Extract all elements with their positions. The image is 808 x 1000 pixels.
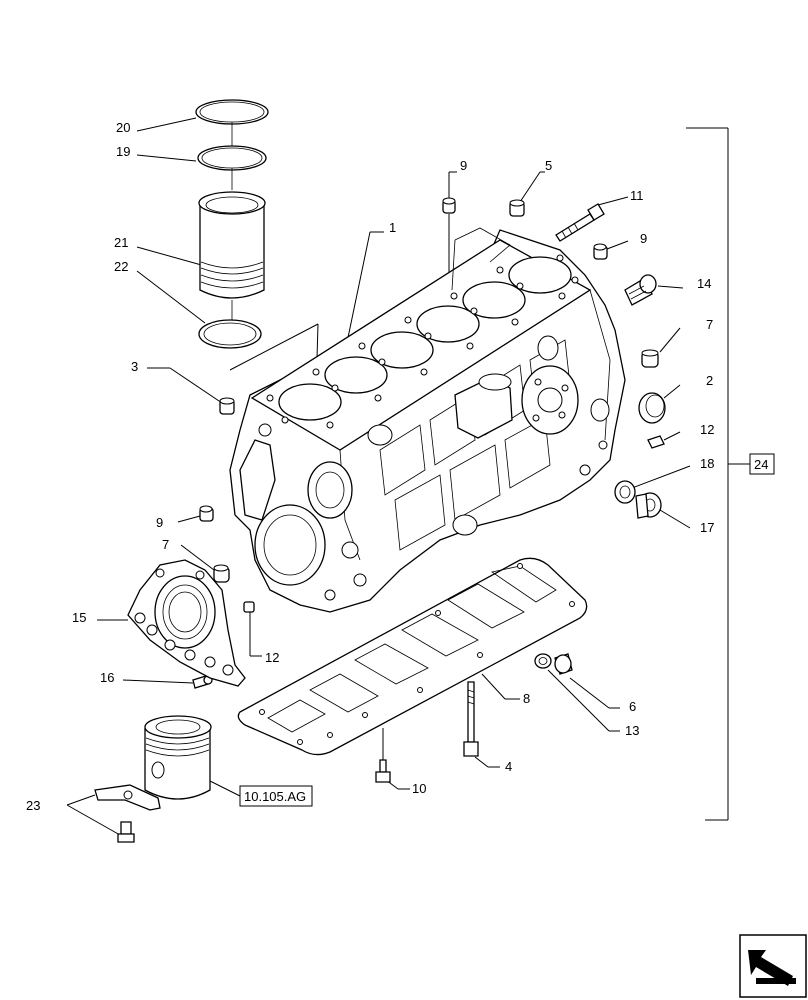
callout-12-left: 12 (265, 650, 279, 665)
cylinder-liner-21 (198, 191, 266, 299)
callout-labels: 20 19 21 22 3 9 5 11 1 9 14 7 2 12 18 17… (26, 120, 714, 813)
screw-16 (192, 675, 213, 689)
group-24-box[interactable]: 24 (749, 453, 775, 475)
plug-17 (635, 492, 662, 519)
callout-14: 14 (697, 276, 711, 291)
rear-seal-housing-15 (127, 559, 246, 687)
plug-5 (509, 199, 525, 217)
dowel-12-right (647, 435, 665, 449)
callout-2: 2 (706, 373, 713, 388)
block-front-end (239, 423, 367, 601)
plug-9-left (199, 505, 214, 522)
next-page-arrow-icon[interactable] (739, 934, 807, 998)
callout-9-right: 9 (640, 231, 647, 246)
drain-washer-13 (534, 653, 552, 669)
plug-9-right (593, 243, 608, 260)
seal-ring-19 (197, 145, 267, 171)
callout-17: 17 (700, 520, 714, 535)
plug-7-right (641, 349, 659, 368)
washer-18 (614, 480, 636, 504)
callout-16: 16 (100, 670, 114, 685)
callout-23: 23 (26, 798, 40, 813)
drain-plug-6 (554, 653, 573, 675)
callout-11: 11 (630, 188, 644, 203)
callout-7-left: 7 (162, 537, 169, 552)
seal-ring-22 (198, 319, 262, 349)
callout-1: 1 (389, 220, 396, 235)
plug-7-left (213, 564, 230, 583)
callout-20: 20 (116, 120, 130, 135)
liner-kit (195, 99, 269, 349)
cylinder-bores (278, 256, 572, 421)
callout-7-right: 7 (706, 317, 713, 332)
small-parts (192, 197, 666, 689)
deck-bolt-holes (266, 254, 579, 429)
callout-8: 8 (523, 691, 530, 706)
cap-2 (638, 392, 666, 424)
plug-3 (219, 397, 235, 415)
block-rear-end (367, 227, 610, 536)
dowel-12-left (243, 601, 255, 613)
callout-19: 19 (116, 144, 130, 159)
callout-12-right: 12 (700, 422, 714, 437)
callout-3: 3 (131, 359, 138, 374)
callout-9-left: 9 (156, 515, 163, 530)
seal-ring-20 (195, 99, 269, 125)
callout-15: 15 (72, 610, 86, 625)
oil-pan-gasket-8 (237, 557, 588, 756)
oil-jet-23 (94, 784, 161, 843)
callout-13: 13 (625, 723, 639, 738)
callout-4: 4 (505, 759, 512, 774)
callout-18: 18 (700, 456, 714, 471)
bolt-11 (555, 203, 605, 242)
callout-21: 21 (114, 235, 128, 250)
sensor-14 (624, 274, 657, 306)
reference-label: 10.105.AG (244, 789, 306, 804)
screw-10 (375, 759, 391, 783)
plug-9-top (442, 197, 456, 214)
engine-block-1 (229, 227, 626, 613)
bolt-4 (463, 681, 479, 757)
piston (144, 715, 212, 800)
callout-10: 10 (412, 781, 426, 796)
callout-22: 22 (114, 259, 128, 274)
reference-box[interactable]: 10.105.AG (239, 785, 313, 807)
callout-6: 6 (629, 699, 636, 714)
callout-9-top: 9 (460, 158, 467, 173)
callout-5: 5 (545, 158, 552, 173)
group-24-label: 24 (754, 457, 768, 472)
